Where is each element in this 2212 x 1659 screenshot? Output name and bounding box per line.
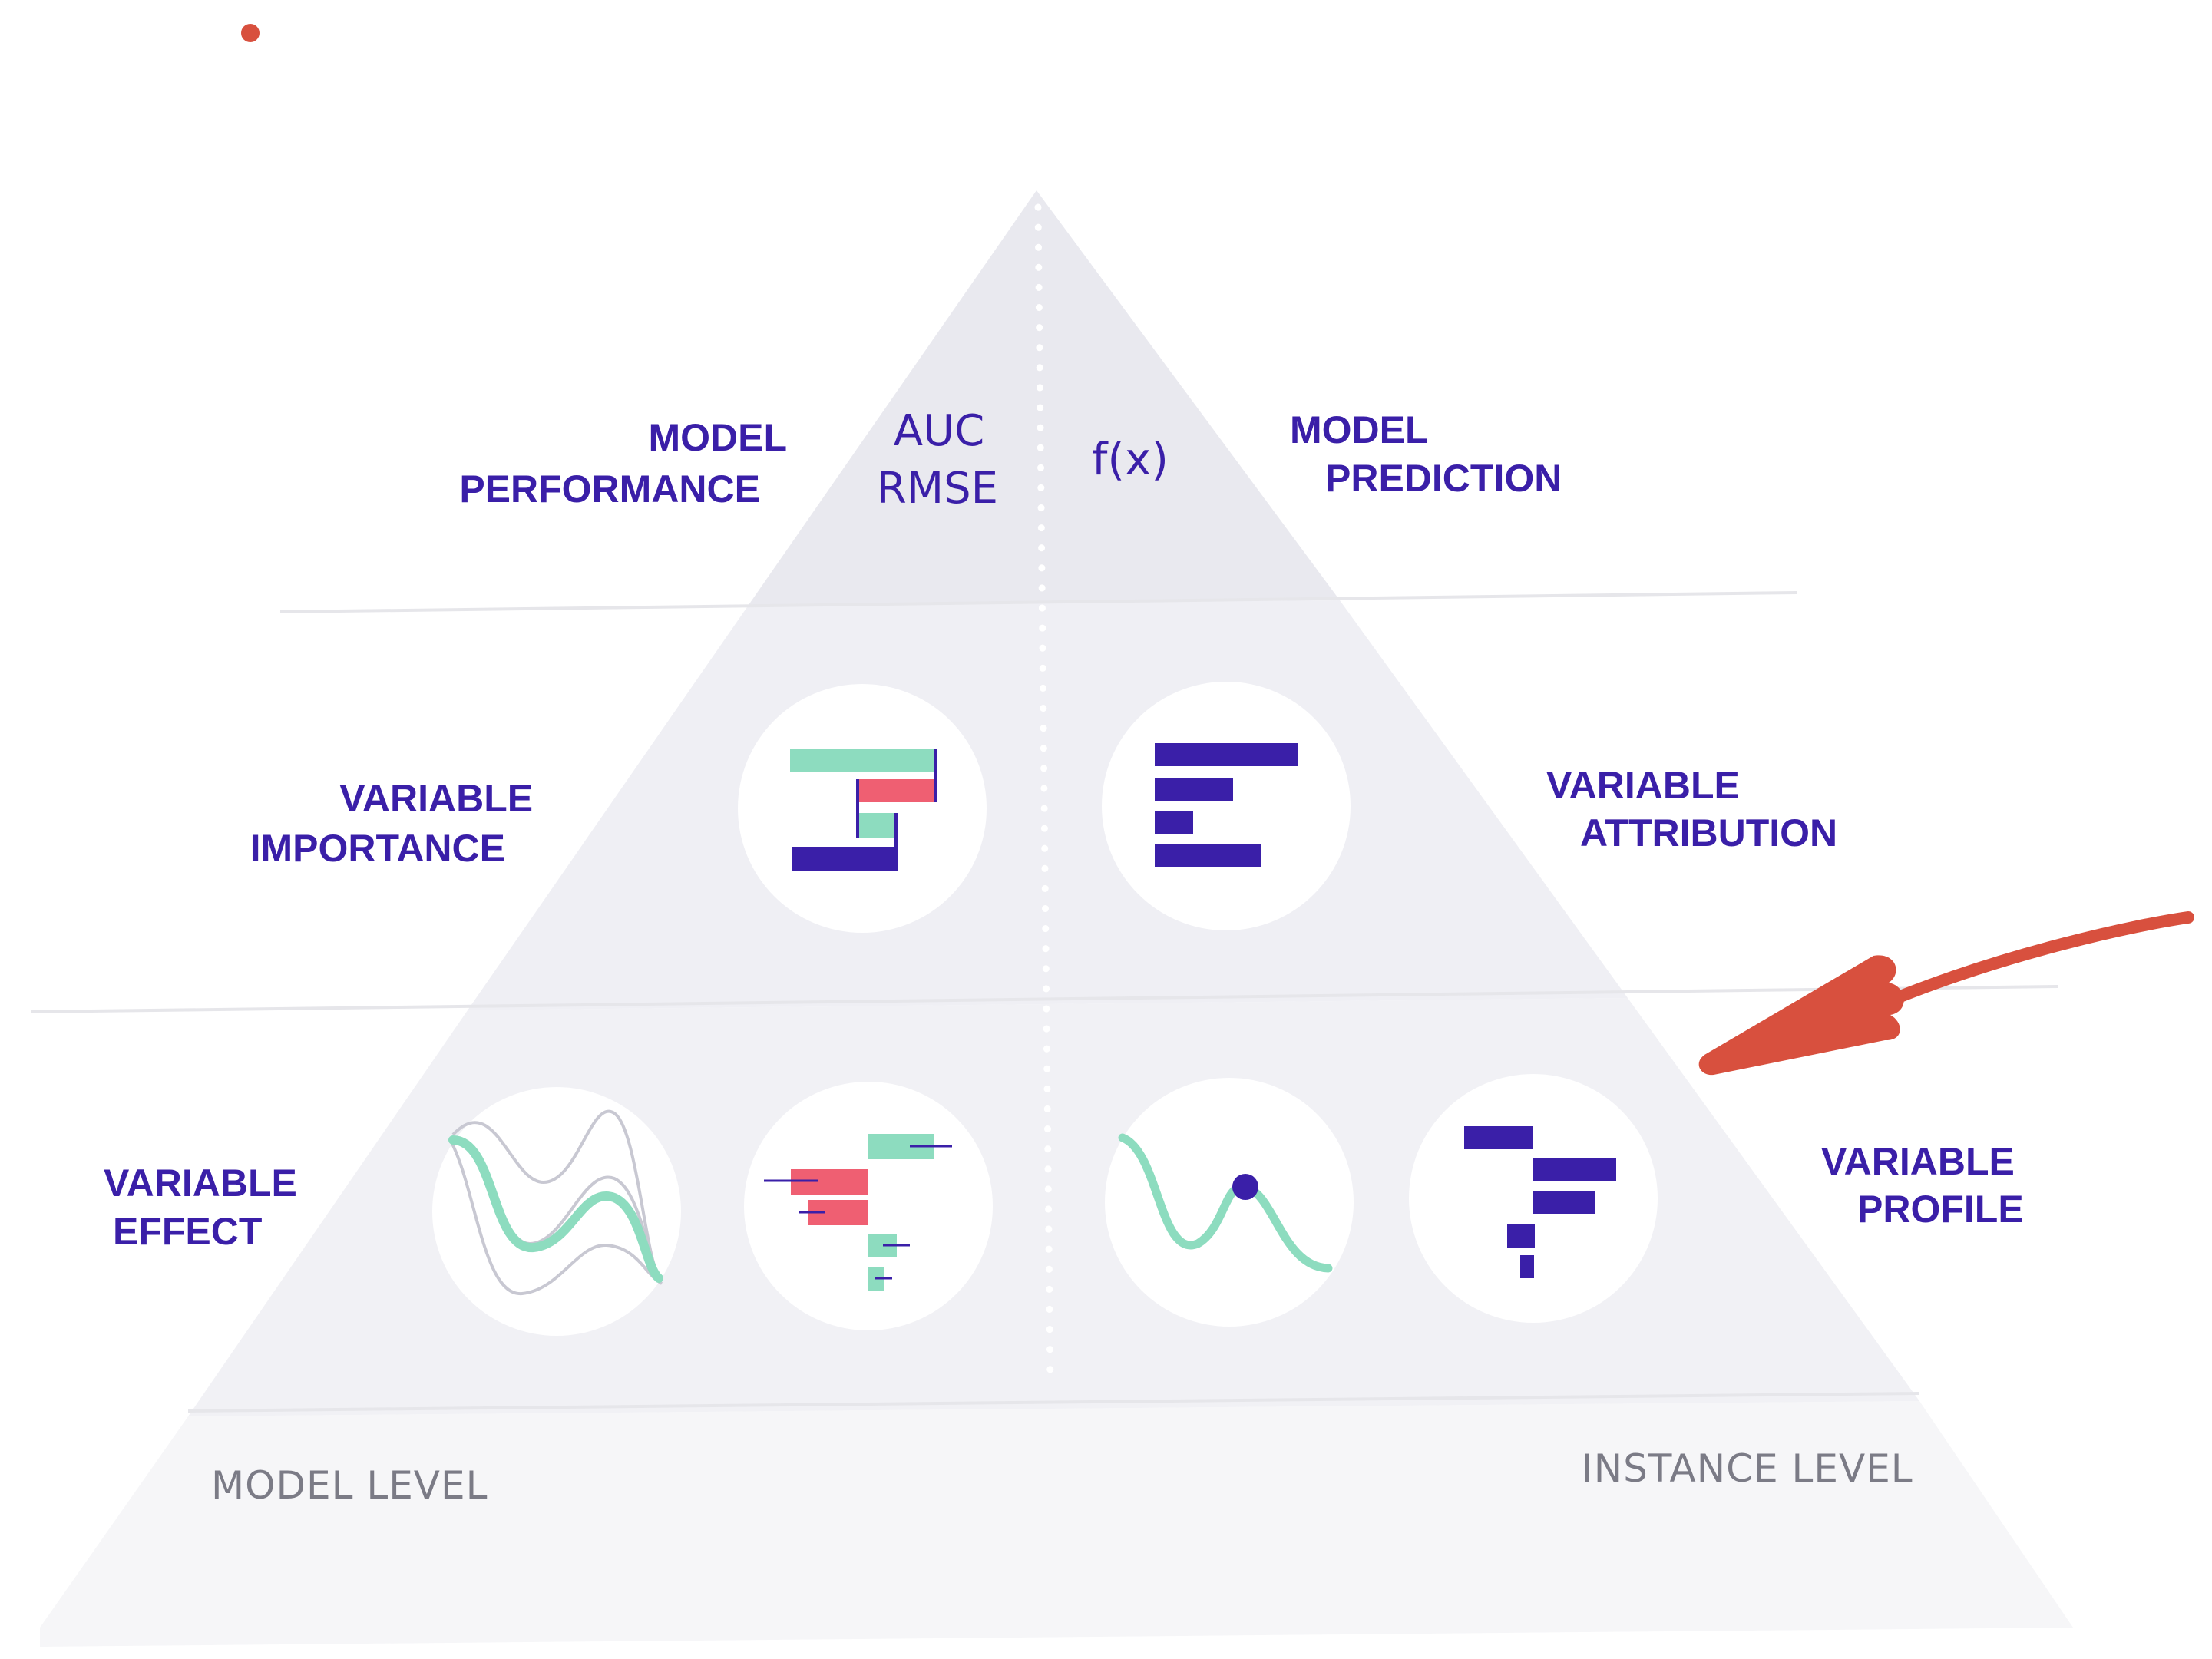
model-performance-label: MODEL PERFORMANCE [459,416,797,511]
bar-navy-1 [1464,1126,1533,1149]
variable-profile-label: VARIABLE PROFILE [1821,1140,2025,1231]
icon-circle [744,1082,993,1330]
bar-navy-3 [1533,1191,1595,1214]
gray-curve-1 [451,1109,662,1282]
divider-line-middle [30,985,2058,1013]
variable-attribution-chart-icon [1102,682,1351,930]
divider-line-top [279,591,1797,613]
bar-navy-2 [1155,778,1233,801]
pyramid-middle-tier [468,600,1628,1010]
pyramid-base-tier [40,1401,2073,1647]
variable-importance-label: VARIABLE IMPORTANCE [250,777,544,870]
bar-navy-3 [1155,811,1193,834]
green-profile-curve [1118,1133,1333,1273]
red-dot [241,24,260,42]
arrow-shaft [1890,911,2194,1004]
bar-red-1 [858,779,936,802]
partial-dependence-curves-icon [432,1087,681,1336]
break-down-bars-icon [744,1082,993,1330]
bar-navy-1 [792,847,898,871]
variable-effect-label: VARIABLE EFFECT [104,1162,308,1253]
model-prediction-label: MODEL PREDICTION [1290,408,1562,500]
green-mean-curve [448,1135,663,1283]
divider-line-base [187,1392,1920,1413]
arrow-head [1698,955,1904,1076]
observation-point [1232,1174,1258,1200]
pyramid-top-tier [749,190,1340,605]
bar-green-1 [790,749,936,772]
prediction-function: f(x) [1092,433,1169,485]
icon-circle [738,684,987,933]
icon-circle [1102,682,1351,930]
instance-bars-icon [1409,1074,1658,1323]
center-dotted-line [1034,203,1054,1392]
red-arrow [1698,911,2194,1076]
variable-attribution-label: VARIABLE ATTRIBUTION [1546,764,1837,854]
variable-importance-chart-icon [738,684,987,933]
instance-level-label: INSTANCE LEVEL [1582,1446,1913,1491]
bar-navy-5 [1520,1255,1534,1278]
ceteris-paribus-curve-icon [1105,1078,1354,1327]
bar-navy-4 [1507,1224,1535,1248]
gray-curve-2 [450,1142,663,1296]
bar-navy-4 [1155,844,1261,867]
bar-green-2 [858,813,896,838]
model-level-label: MODEL LEVEL [211,1463,488,1508]
performance-metrics: AUC RMSE [877,406,998,514]
bar-navy-1 [1155,743,1298,766]
bar-navy-2 [1533,1158,1616,1181]
